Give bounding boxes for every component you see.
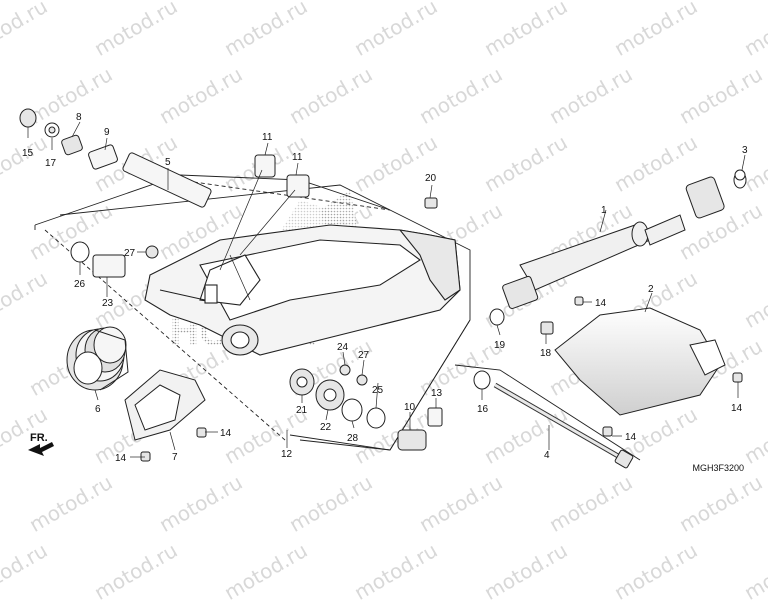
callout-3: 3	[742, 145, 748, 156]
callout-27-a: 27	[124, 248, 136, 259]
callout-15: 15	[22, 148, 34, 159]
drive-shaft	[502, 171, 747, 310]
callout-27-b: 27	[358, 350, 370, 361]
callout-2: 2	[648, 284, 654, 295]
callout-9: 9	[104, 127, 110, 138]
callout-8: 8	[76, 112, 82, 123]
leader-lines	[27, 121, 746, 458]
callout-12: 12	[281, 449, 293, 460]
callout-18: 18	[540, 348, 552, 359]
front-marker: FR.	[30, 432, 48, 444]
diagram-code: MGH3F3200	[692, 463, 744, 473]
callout-23: 23	[102, 298, 114, 309]
callout-14-a: 14	[595, 298, 607, 309]
shaft-cover	[554, 307, 726, 416]
callout-16: 16	[477, 404, 489, 415]
callout-7: 7	[172, 452, 178, 463]
callout-14-d: 14	[220, 428, 232, 439]
callout-25: 25	[372, 385, 384, 396]
callout-1: 1	[601, 205, 607, 216]
callout-4: 4	[544, 450, 550, 461]
callout-28: 28	[347, 433, 359, 444]
callout-11-b: 11	[292, 152, 303, 163]
callout-10: 10	[404, 402, 416, 413]
boot-cover	[124, 369, 206, 441]
callout-21: 21	[296, 405, 308, 416]
callout-17: 17	[45, 158, 57, 169]
callout-14-b: 14	[731, 403, 743, 414]
callout-6: 6	[95, 404, 101, 415]
callout-22: 22	[320, 422, 332, 433]
callout-14-e: 14	[115, 453, 127, 464]
callout-19: 19	[494, 340, 506, 351]
callout-11-a: 11	[262, 132, 273, 143]
small-parts	[19, 108, 746, 462]
callout-26: 26	[74, 279, 86, 290]
callout-24: 24	[337, 342, 349, 353]
front-arrow-icon	[28, 442, 54, 456]
callout-14-c: 14	[625, 432, 637, 443]
callout-5: 5	[165, 157, 171, 168]
pivot-bolt	[493, 382, 634, 469]
callout-labels: 1 2 3 4 5 6 7 8 9 10 11 11 12 13 14 14 1…	[22, 112, 748, 464]
swingarm-body	[144, 224, 461, 356]
callout-13: 13	[431, 388, 443, 399]
callout-20: 20	[425, 173, 437, 184]
rubber-boot	[66, 326, 129, 391]
exploded-parts-diagram: HONDA	[19, 108, 748, 469]
